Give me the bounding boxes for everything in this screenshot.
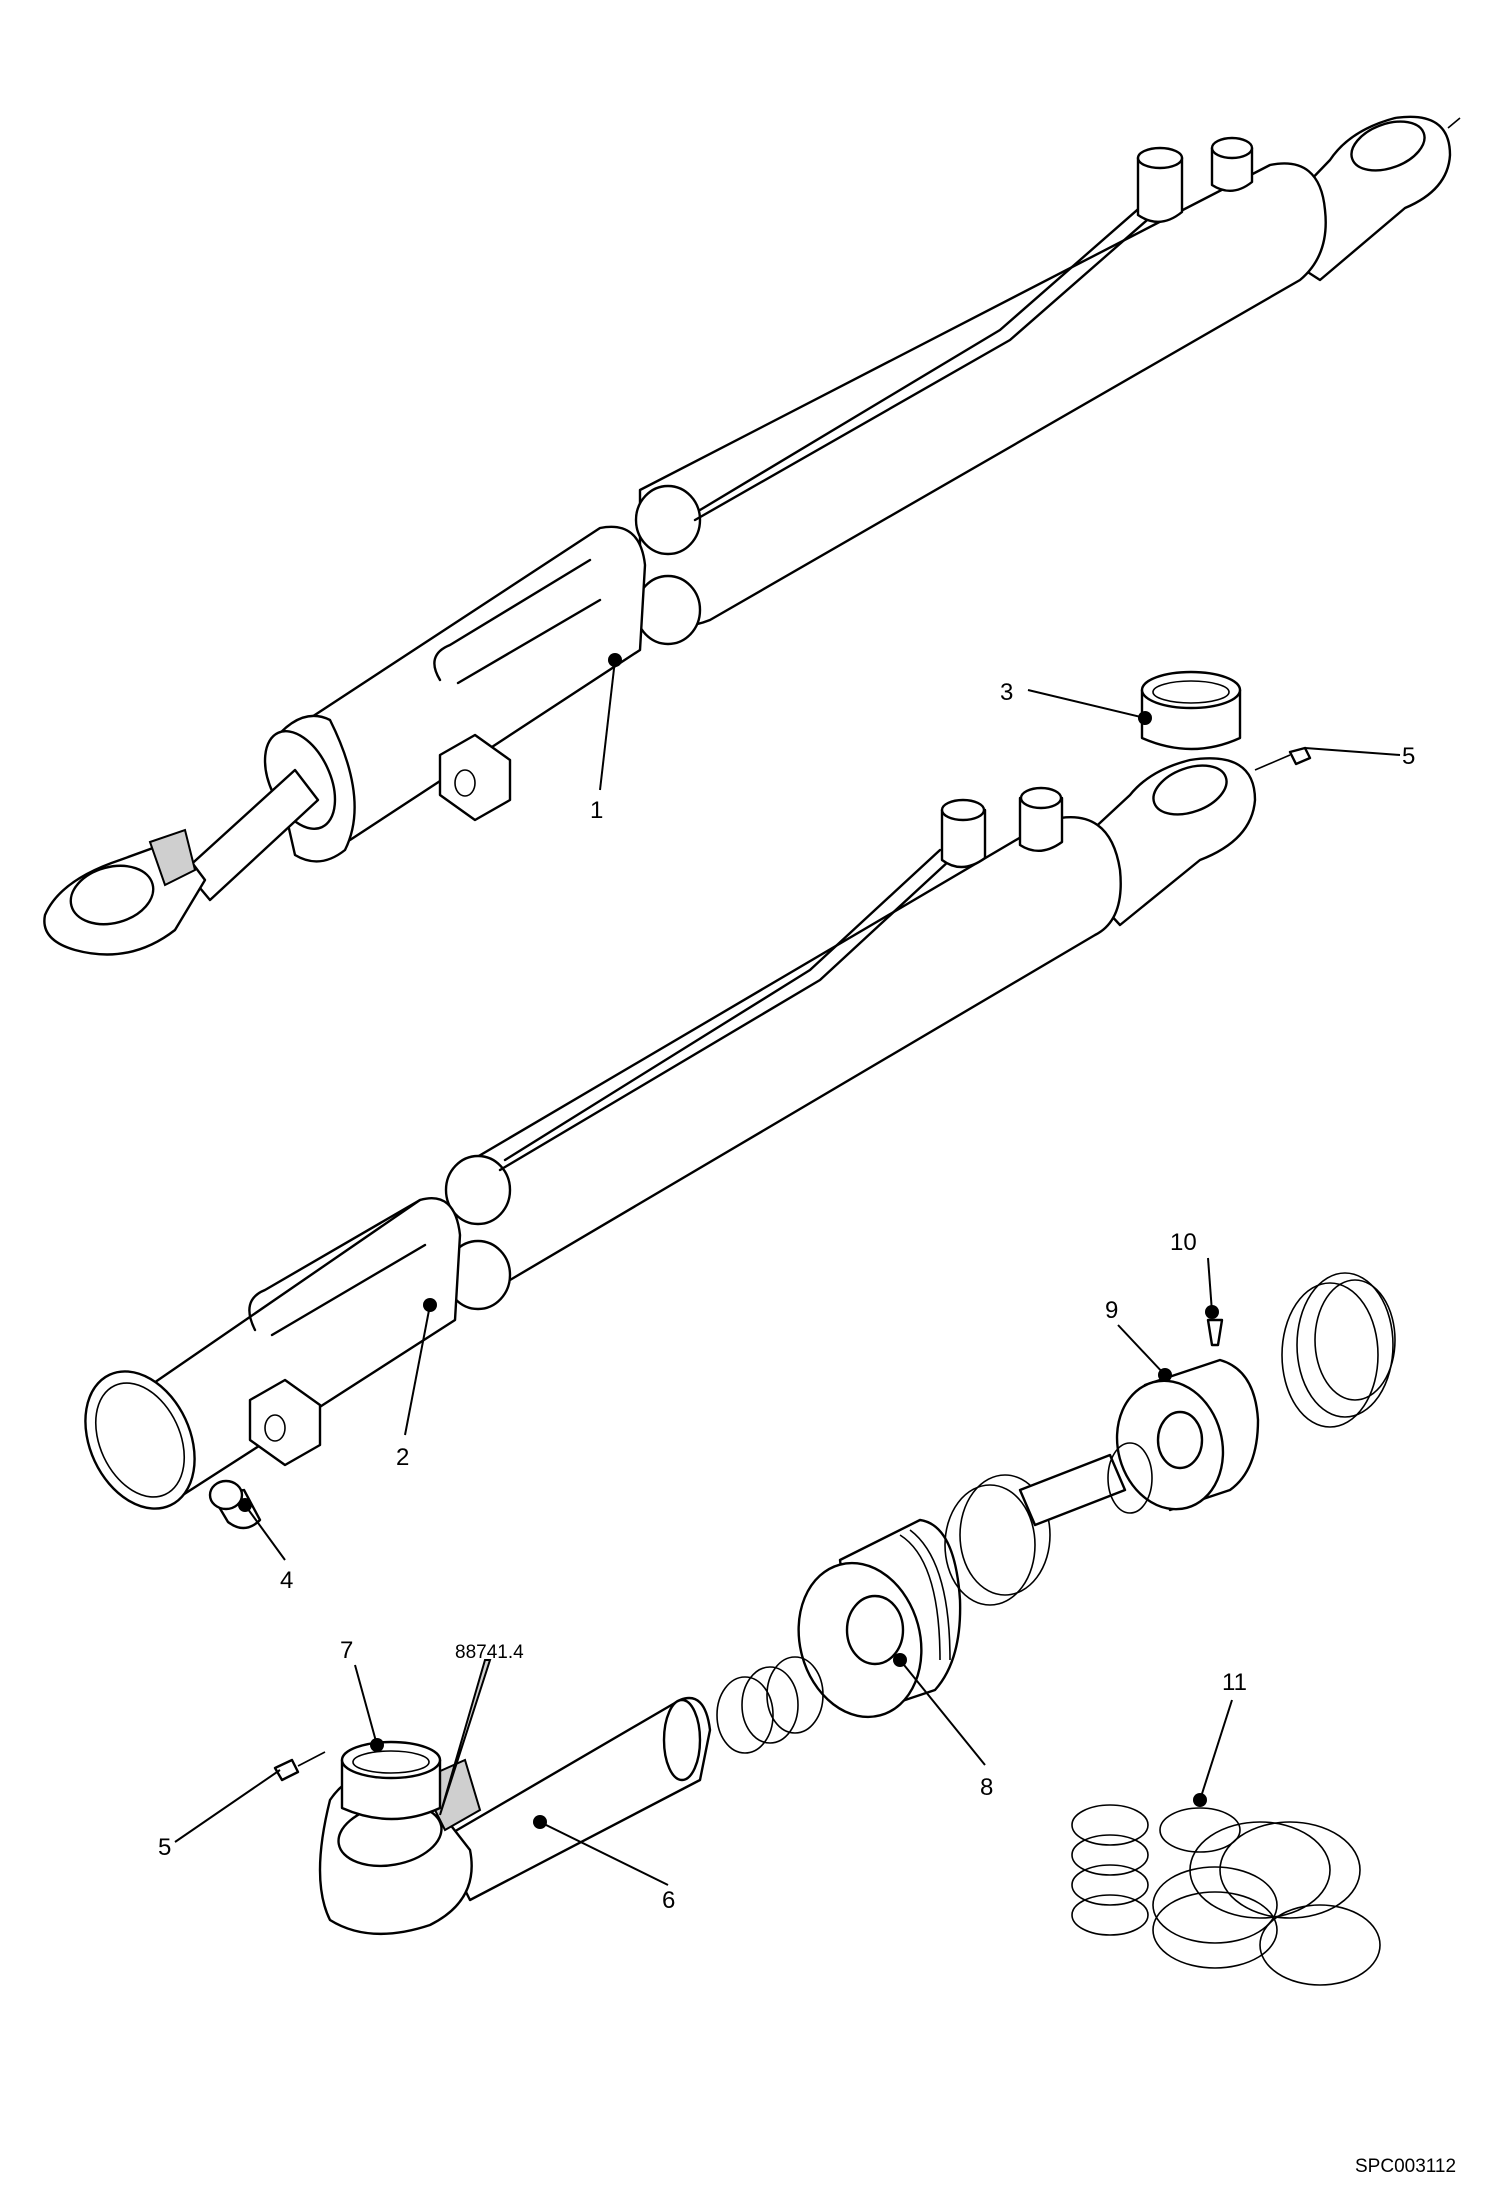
bushing-part-7 xyxy=(340,1740,442,1821)
callout-11: 11 xyxy=(1222,1669,1247,1696)
callout-7: 7 xyxy=(340,1637,353,1664)
piston xyxy=(716,1453,1127,1754)
callout-leaders xyxy=(174,653,1401,1886)
callout-1: 1 xyxy=(590,797,603,824)
reference-number: 88741.4 xyxy=(455,1642,524,1663)
callout-2: 2 xyxy=(396,1444,409,1471)
callout-8: 8 xyxy=(980,1774,993,1801)
set-screw xyxy=(1206,1318,1224,1347)
cylinder-barrel xyxy=(84,757,1257,1510)
grease-nipple-upper xyxy=(1254,746,1312,771)
grease-nipple-lower xyxy=(273,1751,326,1782)
bushing-part-3 xyxy=(1140,670,1242,751)
callout-5-upper: 5 xyxy=(1402,743,1415,770)
callout-10: 10 xyxy=(1170,1229,1197,1256)
cylinder-assembly xyxy=(43,115,1461,956)
seal-kit xyxy=(1071,1804,1381,1986)
callout-4: 4 xyxy=(280,1567,293,1594)
drawing-code: SPC003112 xyxy=(1355,2156,1456,2177)
bushing-part-4 xyxy=(208,1479,262,1530)
gland-nut xyxy=(1107,1272,1396,1514)
callout-3: 3 xyxy=(1000,679,1013,706)
callout-9: 9 xyxy=(1105,1297,1118,1324)
callout-5-lower: 5 xyxy=(158,1834,171,1861)
callout-6: 6 xyxy=(662,1887,675,1914)
